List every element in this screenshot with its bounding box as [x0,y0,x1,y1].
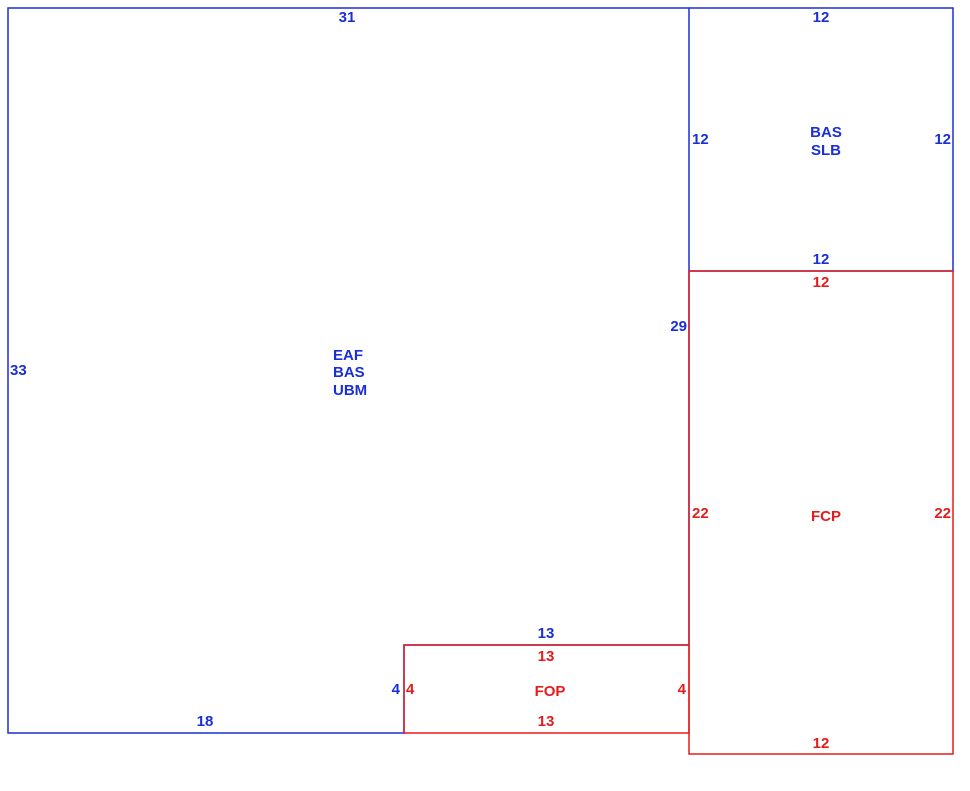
upper-right-dim-right: 12 [934,131,951,148]
main-room-name-3: UBM [333,382,367,399]
fcp-room-name: FCP [811,508,841,525]
fop-dim-right: 4 [678,681,687,698]
upper-right-dim-top: 12 [813,9,830,26]
main-room-name-2: BAS [333,364,365,381]
fop-room-name: FOP [535,683,566,700]
main-dim-notch-side: 4 [392,681,401,698]
fcp-dim-right: 22 [934,505,951,522]
fcp-dim-bottom: 12 [813,735,830,752]
upper-right-room-name-1: BAS [810,124,842,141]
main-dim-top: 31 [339,9,356,26]
main-dim-notch-top: 13 [538,625,555,642]
upper-right-dim-bottom: 12 [813,251,830,268]
main-room-name-1: EAF [333,347,363,364]
main-dim-right: 29 [670,318,687,335]
main-dim-bottom-left: 18 [197,713,214,730]
room-fop-outline [403,644,690,734]
fcp-dim-top: 12 [813,274,830,291]
main-dim-left: 33 [10,362,27,379]
upper-right-room-name-2: SLB [811,142,841,159]
fop-dim-left: 4 [406,681,415,698]
fcp-dim-left: 22 [692,505,709,522]
fop-dim-top: 13 [538,648,555,665]
upper-right-dim-left: 12 [692,131,709,148]
fop-dim-bottom: 13 [538,713,555,730]
room-fcp-outline [688,270,954,755]
